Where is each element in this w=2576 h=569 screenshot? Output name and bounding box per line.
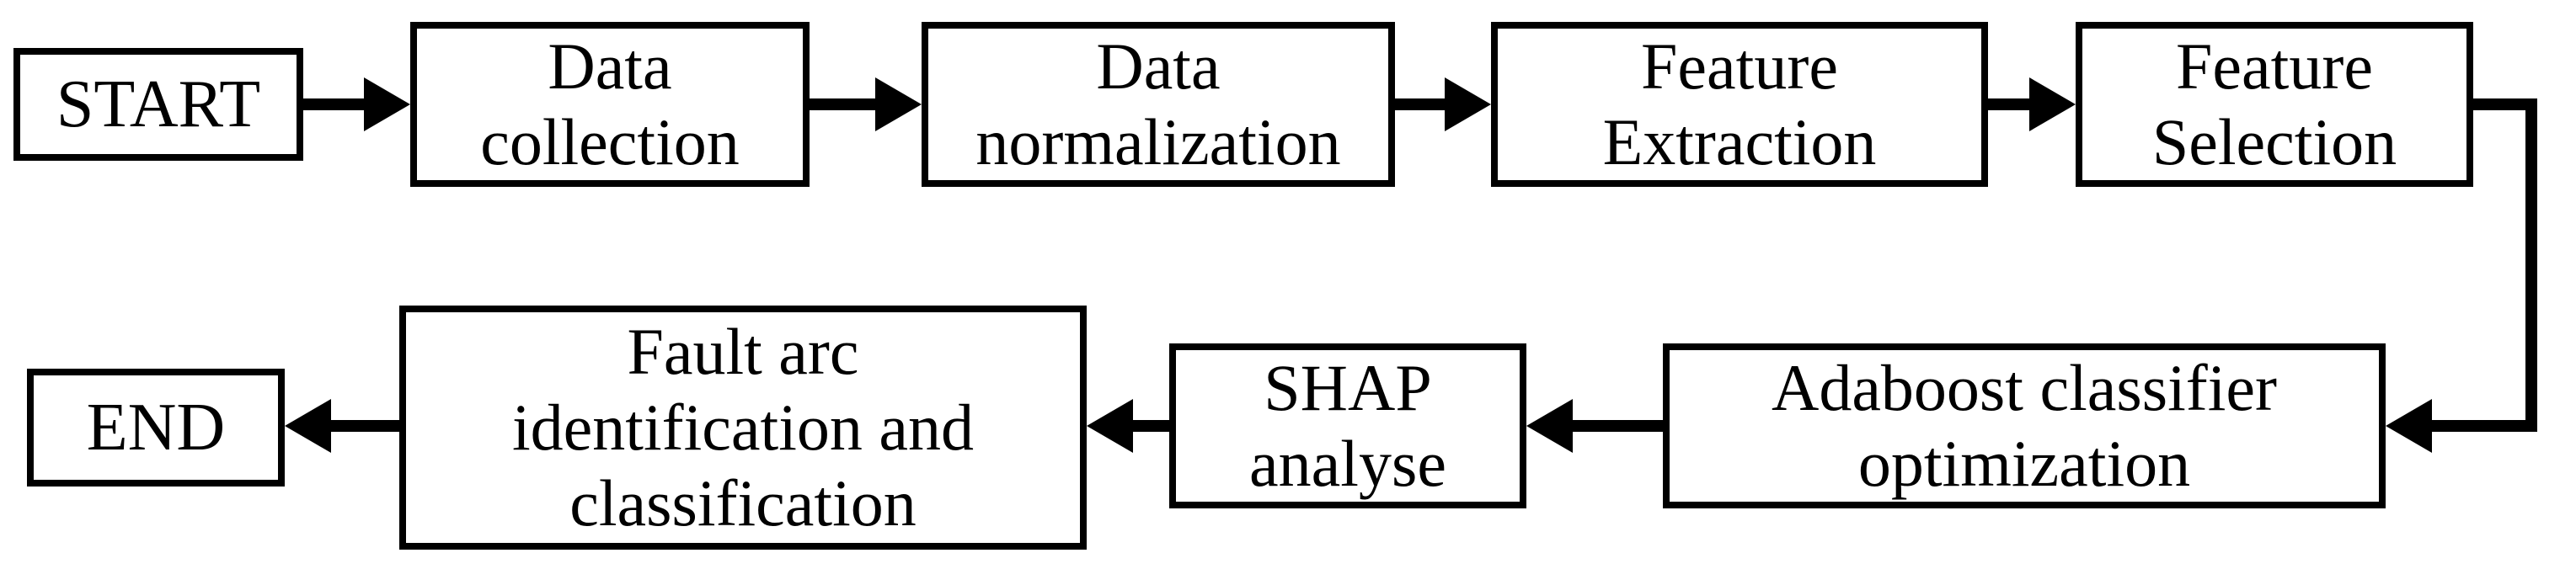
node-label: END	[86, 391, 226, 465]
node-label: SHAP analyse	[1249, 351, 1446, 500]
node-feature-extraction: Feature Extraction	[1491, 22, 1988, 187]
arrow-adaboost-to-shap	[1526, 399, 1663, 453]
connector-feature-selection-to-adaboost	[2386, 98, 2537, 453]
node-shap-analyse: SHAP analyse	[1169, 343, 1526, 508]
arrow-start-to-data-collection	[303, 77, 410, 131]
node-data-normalization: Data normalization	[922, 22, 1395, 187]
node-label: Data collection	[480, 29, 740, 178]
node-fault-arc-identification: Fault arc identification and classificat…	[399, 306, 1087, 550]
arrow-data-collection-to-data-normalization	[810, 77, 922, 131]
arrow-shap-to-fault-arc	[1087, 399, 1169, 453]
arrow-data-normalization-to-feature-extraction	[1395, 77, 1491, 131]
arrow-fault-arc-to-end	[285, 399, 399, 453]
node-feature-selection: Feature Selection	[2076, 22, 2473, 187]
node-label: Data normalization	[975, 29, 1341, 178]
arrow-feature-extraction-to-feature-selection	[1988, 77, 2076, 131]
node-start: START	[13, 48, 303, 161]
node-label: Adaboost classifier optimization	[1771, 351, 2277, 500]
node-end: END	[27, 369, 285, 487]
node-label: Feature Extraction	[1602, 29, 1877, 178]
node-label: START	[56, 67, 261, 141]
node-label: Feature Selection	[2151, 29, 2397, 178]
node-data-collection: Data collection	[410, 22, 810, 187]
node-adaboost-optimization: Adaboost classifier optimization	[1663, 343, 2386, 508]
node-label: Fault arc identification and classificat…	[512, 315, 974, 540]
